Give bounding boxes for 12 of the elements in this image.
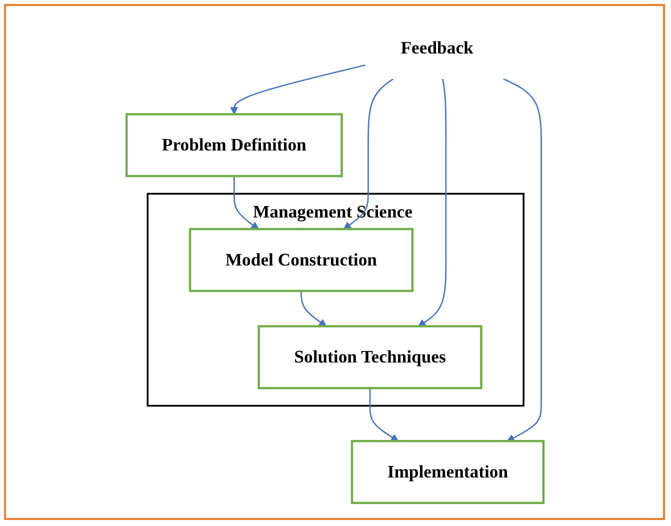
node-box: Problem Definition	[125, 112, 342, 177]
node-box: Implementation	[350, 440, 544, 504]
node-box: Model Construction	[188, 227, 413, 292]
arrow	[230, 64, 366, 114]
arrow	[233, 176, 258, 229]
arrow	[502, 78, 542, 441]
arrow	[300, 290, 326, 326]
arrow	[417, 78, 446, 326]
arrow	[368, 388, 398, 441]
node-text: Feedback	[400, 38, 473, 58]
node-box: Solution Techniques	[257, 324, 482, 389]
arrow	[343, 78, 394, 229]
